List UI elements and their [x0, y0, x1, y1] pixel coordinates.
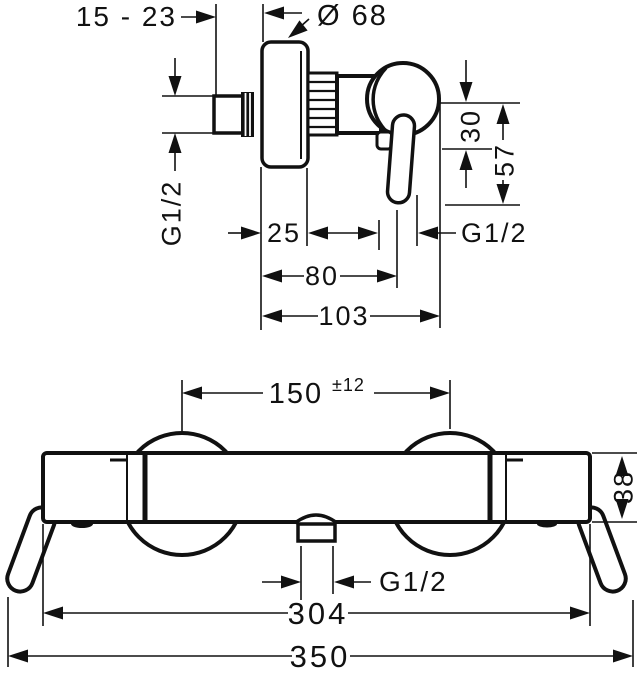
dim-label-total-width: 350 [290, 639, 351, 674]
dim-label-connection-tolerance: ±12 [332, 375, 365, 395]
pipe-thread-band [241, 92, 254, 137]
lever-handle [385, 113, 417, 205]
mixer-body [41, 451, 592, 524]
bottom-view-front-drawing: 150 ±12 38 G1/2 304 350 [5, 375, 638, 674]
left-stop-button [71, 520, 93, 528]
dim-label-outlet-thread: G1/2 [461, 218, 528, 248]
dim-label-body-height: 38 [609, 470, 638, 504]
dim-label-escutcheon-diameter: Ø 68 [317, 0, 388, 32]
dim-label-total-projection: 103 [318, 301, 369, 331]
dim-label-body-width: 304 [288, 596, 349, 631]
dim-label-lever-projection: 80 [305, 261, 339, 291]
top-view-side-drawing: 15 - 23 Ø 68 G1/2 30 57 [76, 0, 528, 331]
dim-label-handle-offset: 30 [456, 109, 486, 143]
dim-label-bottom-outlet-thread: G1/2 [379, 566, 448, 597]
dim-label-inlet-thread: G1/2 [157, 180, 187, 247]
dim-label-wall-range: 15 - 23 [76, 1, 177, 32]
outlet-connector [296, 522, 337, 543]
dim-label-handle-height: 57 [490, 143, 520, 177]
right-stop-button [537, 520, 557, 528]
dim-label-connection-distance: 150 [269, 378, 323, 410]
handle-cap-edge [371, 66, 388, 133]
outlet-dome [293, 513, 339, 525]
dim-label-escutcheon-depth: 25 [267, 218, 301, 248]
